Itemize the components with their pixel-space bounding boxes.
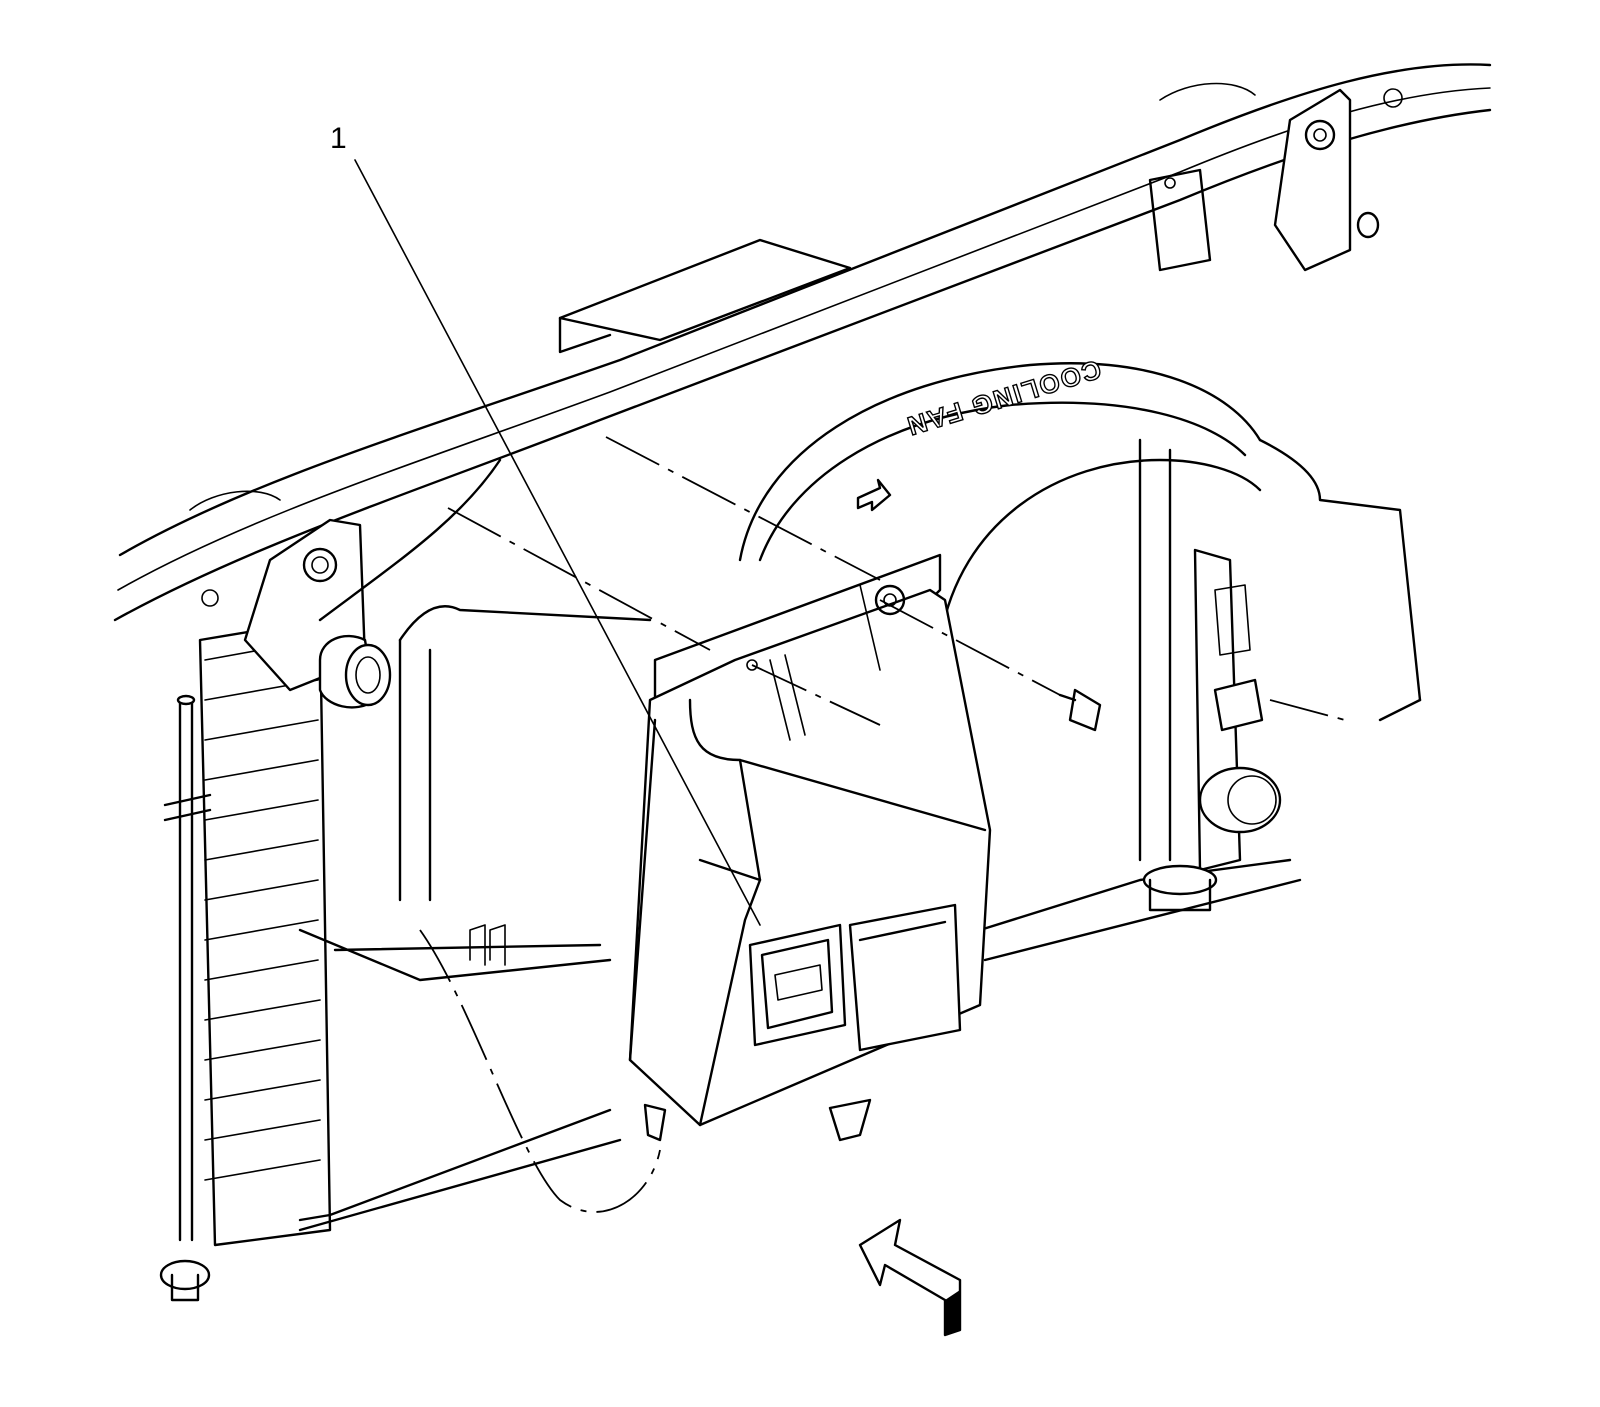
view-direction-arrow-icon [858,1218,962,1337]
rail-label-pad [558,238,852,354]
fan-control-module [628,553,992,1127]
installation-guide-lines [419,436,1346,1213]
left-radiator-tank [159,618,332,1302]
callout-number-1: 1 [330,122,347,155]
callout-leader-line [354,159,761,926]
fan-shroud-ring [738,362,1422,722]
fan-shroud-frame [298,438,1302,1232]
right-mount-bracket [1148,88,1380,272]
left-mount-bracket [243,518,392,709]
module-fastener [1058,688,1102,732]
radiator-support-rail [113,63,1492,622]
right-radiator-tank [1142,548,1282,912]
